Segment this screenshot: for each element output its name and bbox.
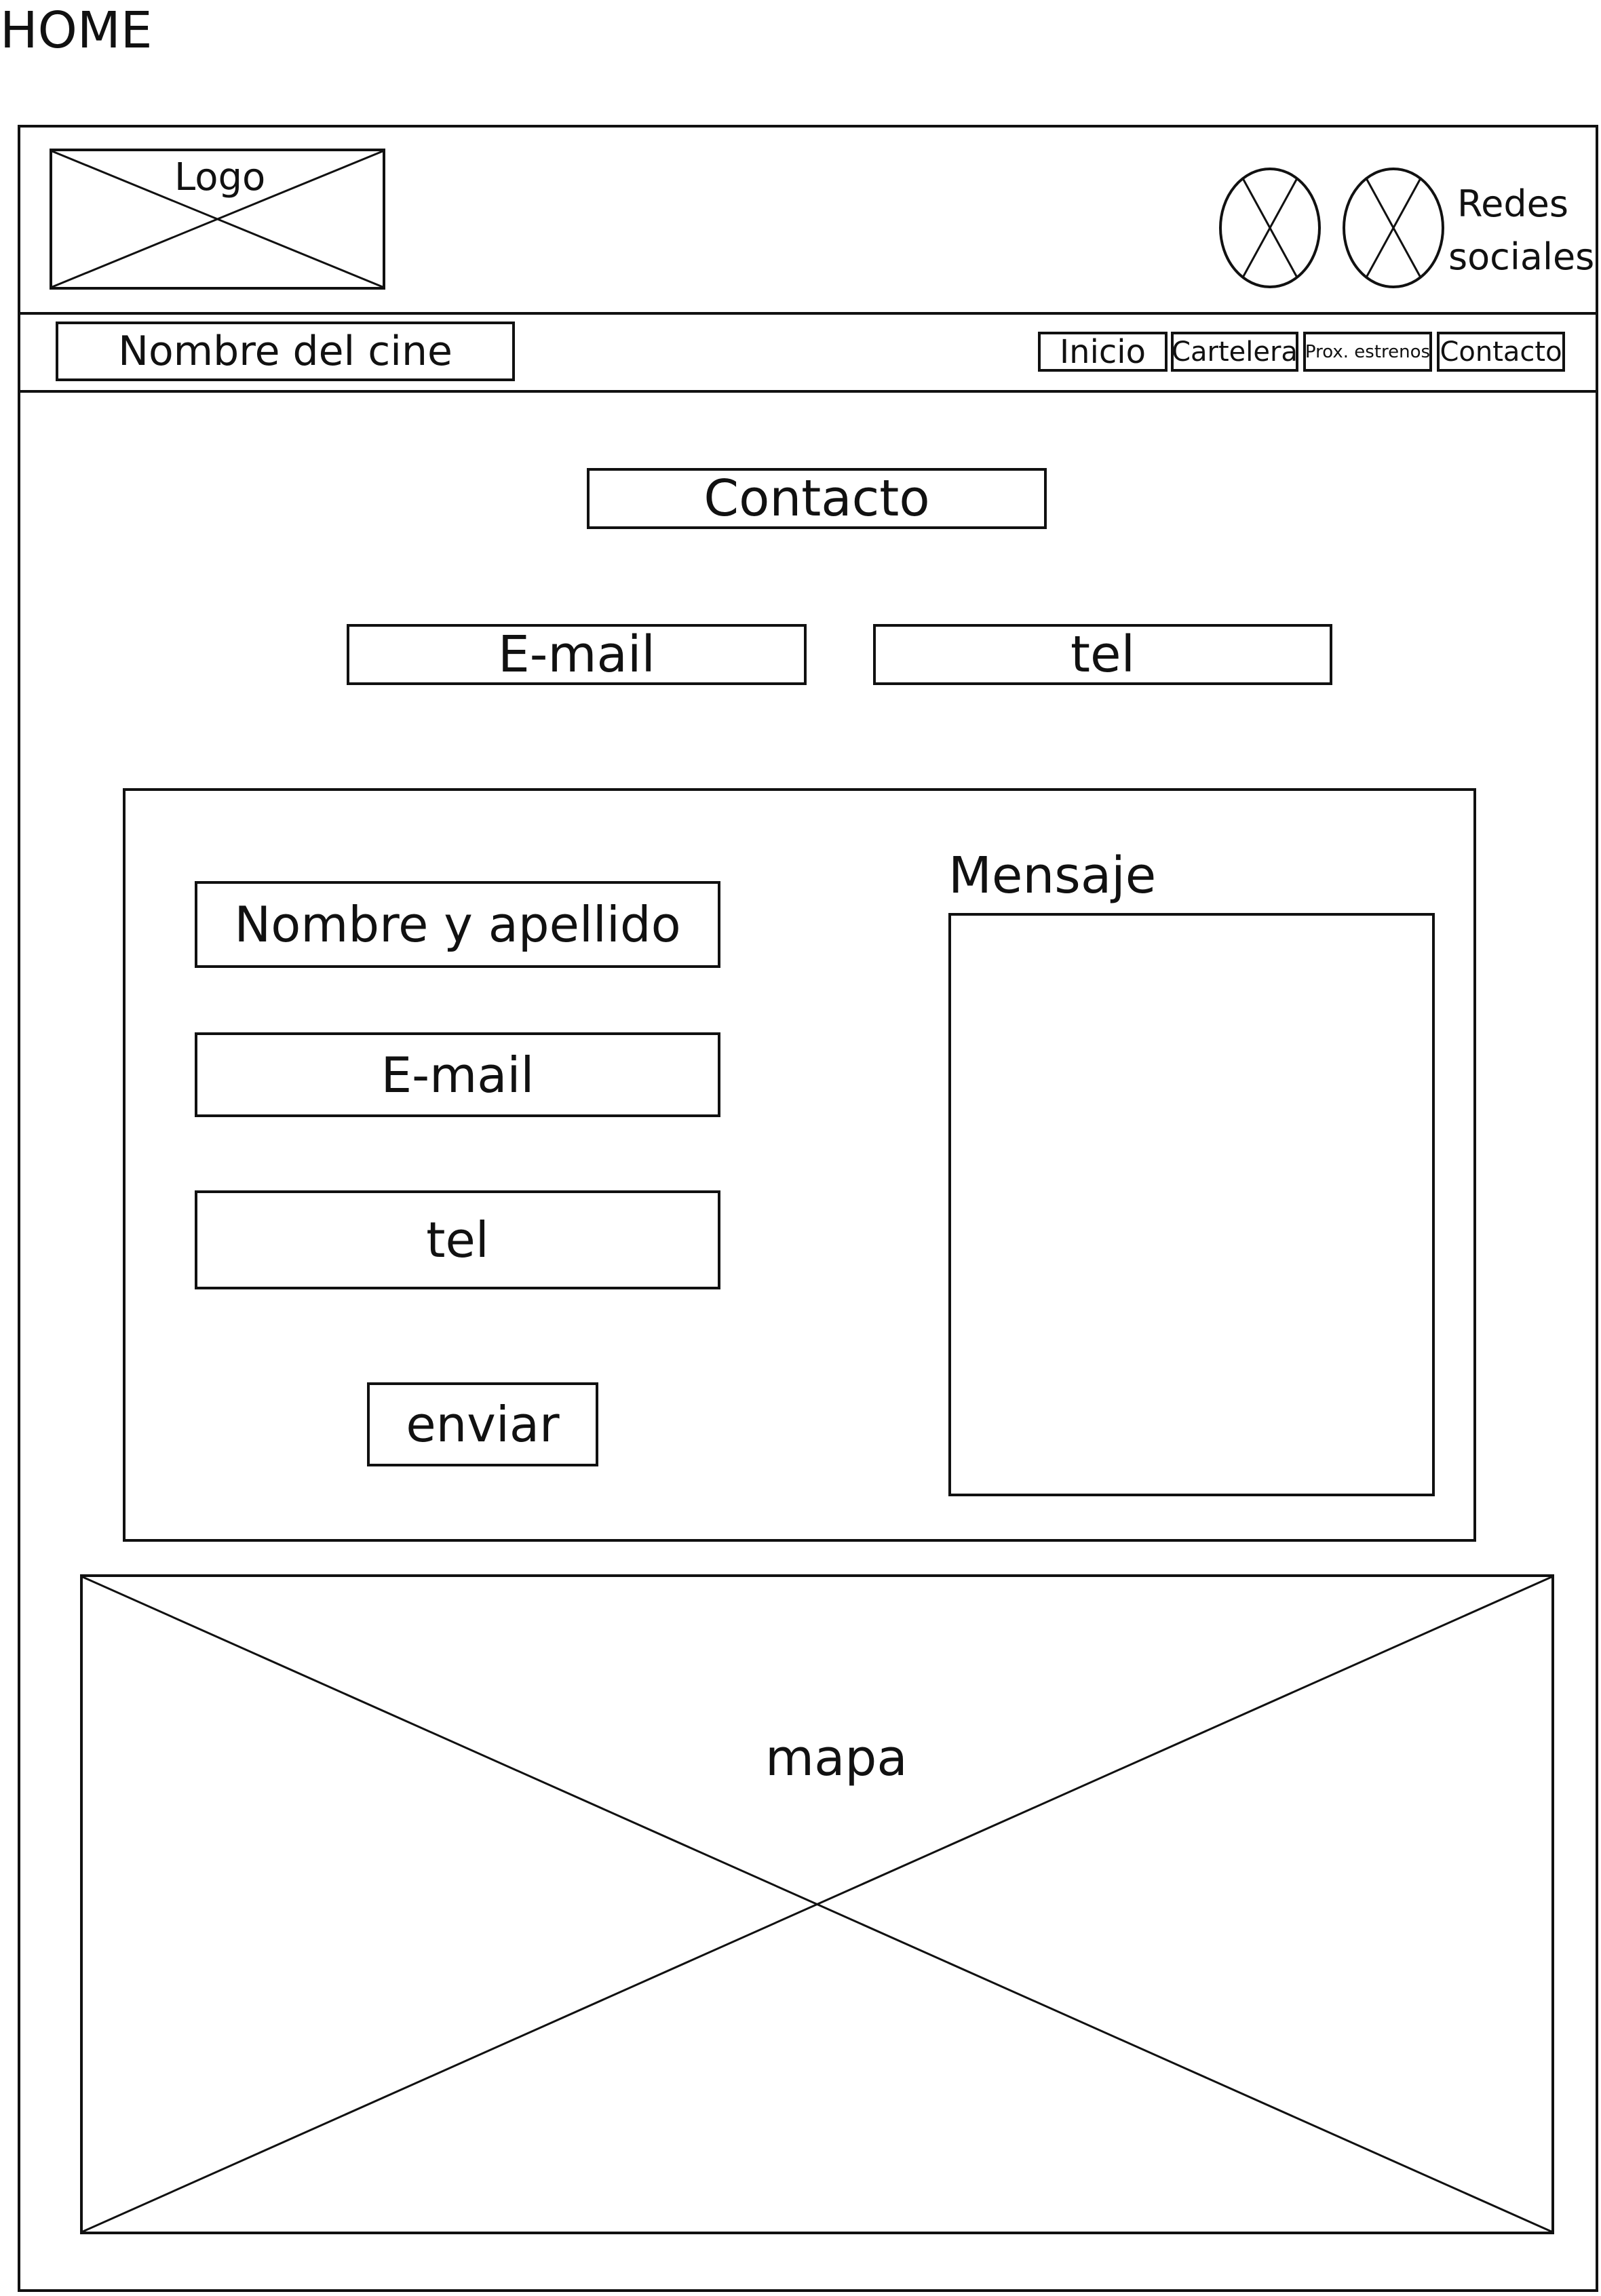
social-icon-2[interactable] <box>1342 167 1445 289</box>
navbar-divider <box>18 390 1598 393</box>
map-placeholder-cross <box>82 1576 1552 2233</box>
social-label: Redes sociales <box>1448 178 1595 284</box>
nav-item-inicio[interactable]: Inicio <box>1038 332 1168 372</box>
section-title: Contacto <box>587 468 1047 529</box>
social-icon-1[interactable] <box>1218 167 1322 289</box>
cinema-name[interactable]: Nombre del cine <box>56 322 515 381</box>
logo-label: Logo <box>174 155 266 199</box>
message-label: Mensaje <box>948 847 1157 905</box>
nav-item-cartelera[interactable]: Cartelera <box>1171 332 1298 372</box>
social-label-line2: sociales <box>1448 235 1595 278</box>
page-frame <box>18 125 1598 2292</box>
nav-item-contacto[interactable]: Contacto <box>1437 332 1565 372</box>
email-input[interactable]: E-mail <box>195 1032 720 1117</box>
submit-button[interactable]: enviar <box>367 1382 598 1466</box>
tel-input[interactable]: tel <box>195 1190 720 1289</box>
message-textarea[interactable] <box>948 913 1435 1496</box>
page-title: HOME <box>0 1 153 60</box>
map-placeholder[interactable]: mapa <box>80 1574 1554 2234</box>
contact-tel[interactable]: tel <box>873 624 1332 685</box>
map-label: mapa <box>765 1729 908 1787</box>
logo-placeholder[interactable]: Logo <box>50 149 385 290</box>
name-input[interactable]: Nombre y apellido <box>195 881 720 968</box>
logo-placeholder-cross <box>52 150 383 288</box>
contact-email[interactable]: E-mail <box>347 624 807 685</box>
nav-item-prox-estrenos[interactable]: Prox. estrenos <box>1303 332 1432 372</box>
social-label-line1: Redes <box>1457 182 1568 225</box>
header-divider <box>18 312 1598 315</box>
